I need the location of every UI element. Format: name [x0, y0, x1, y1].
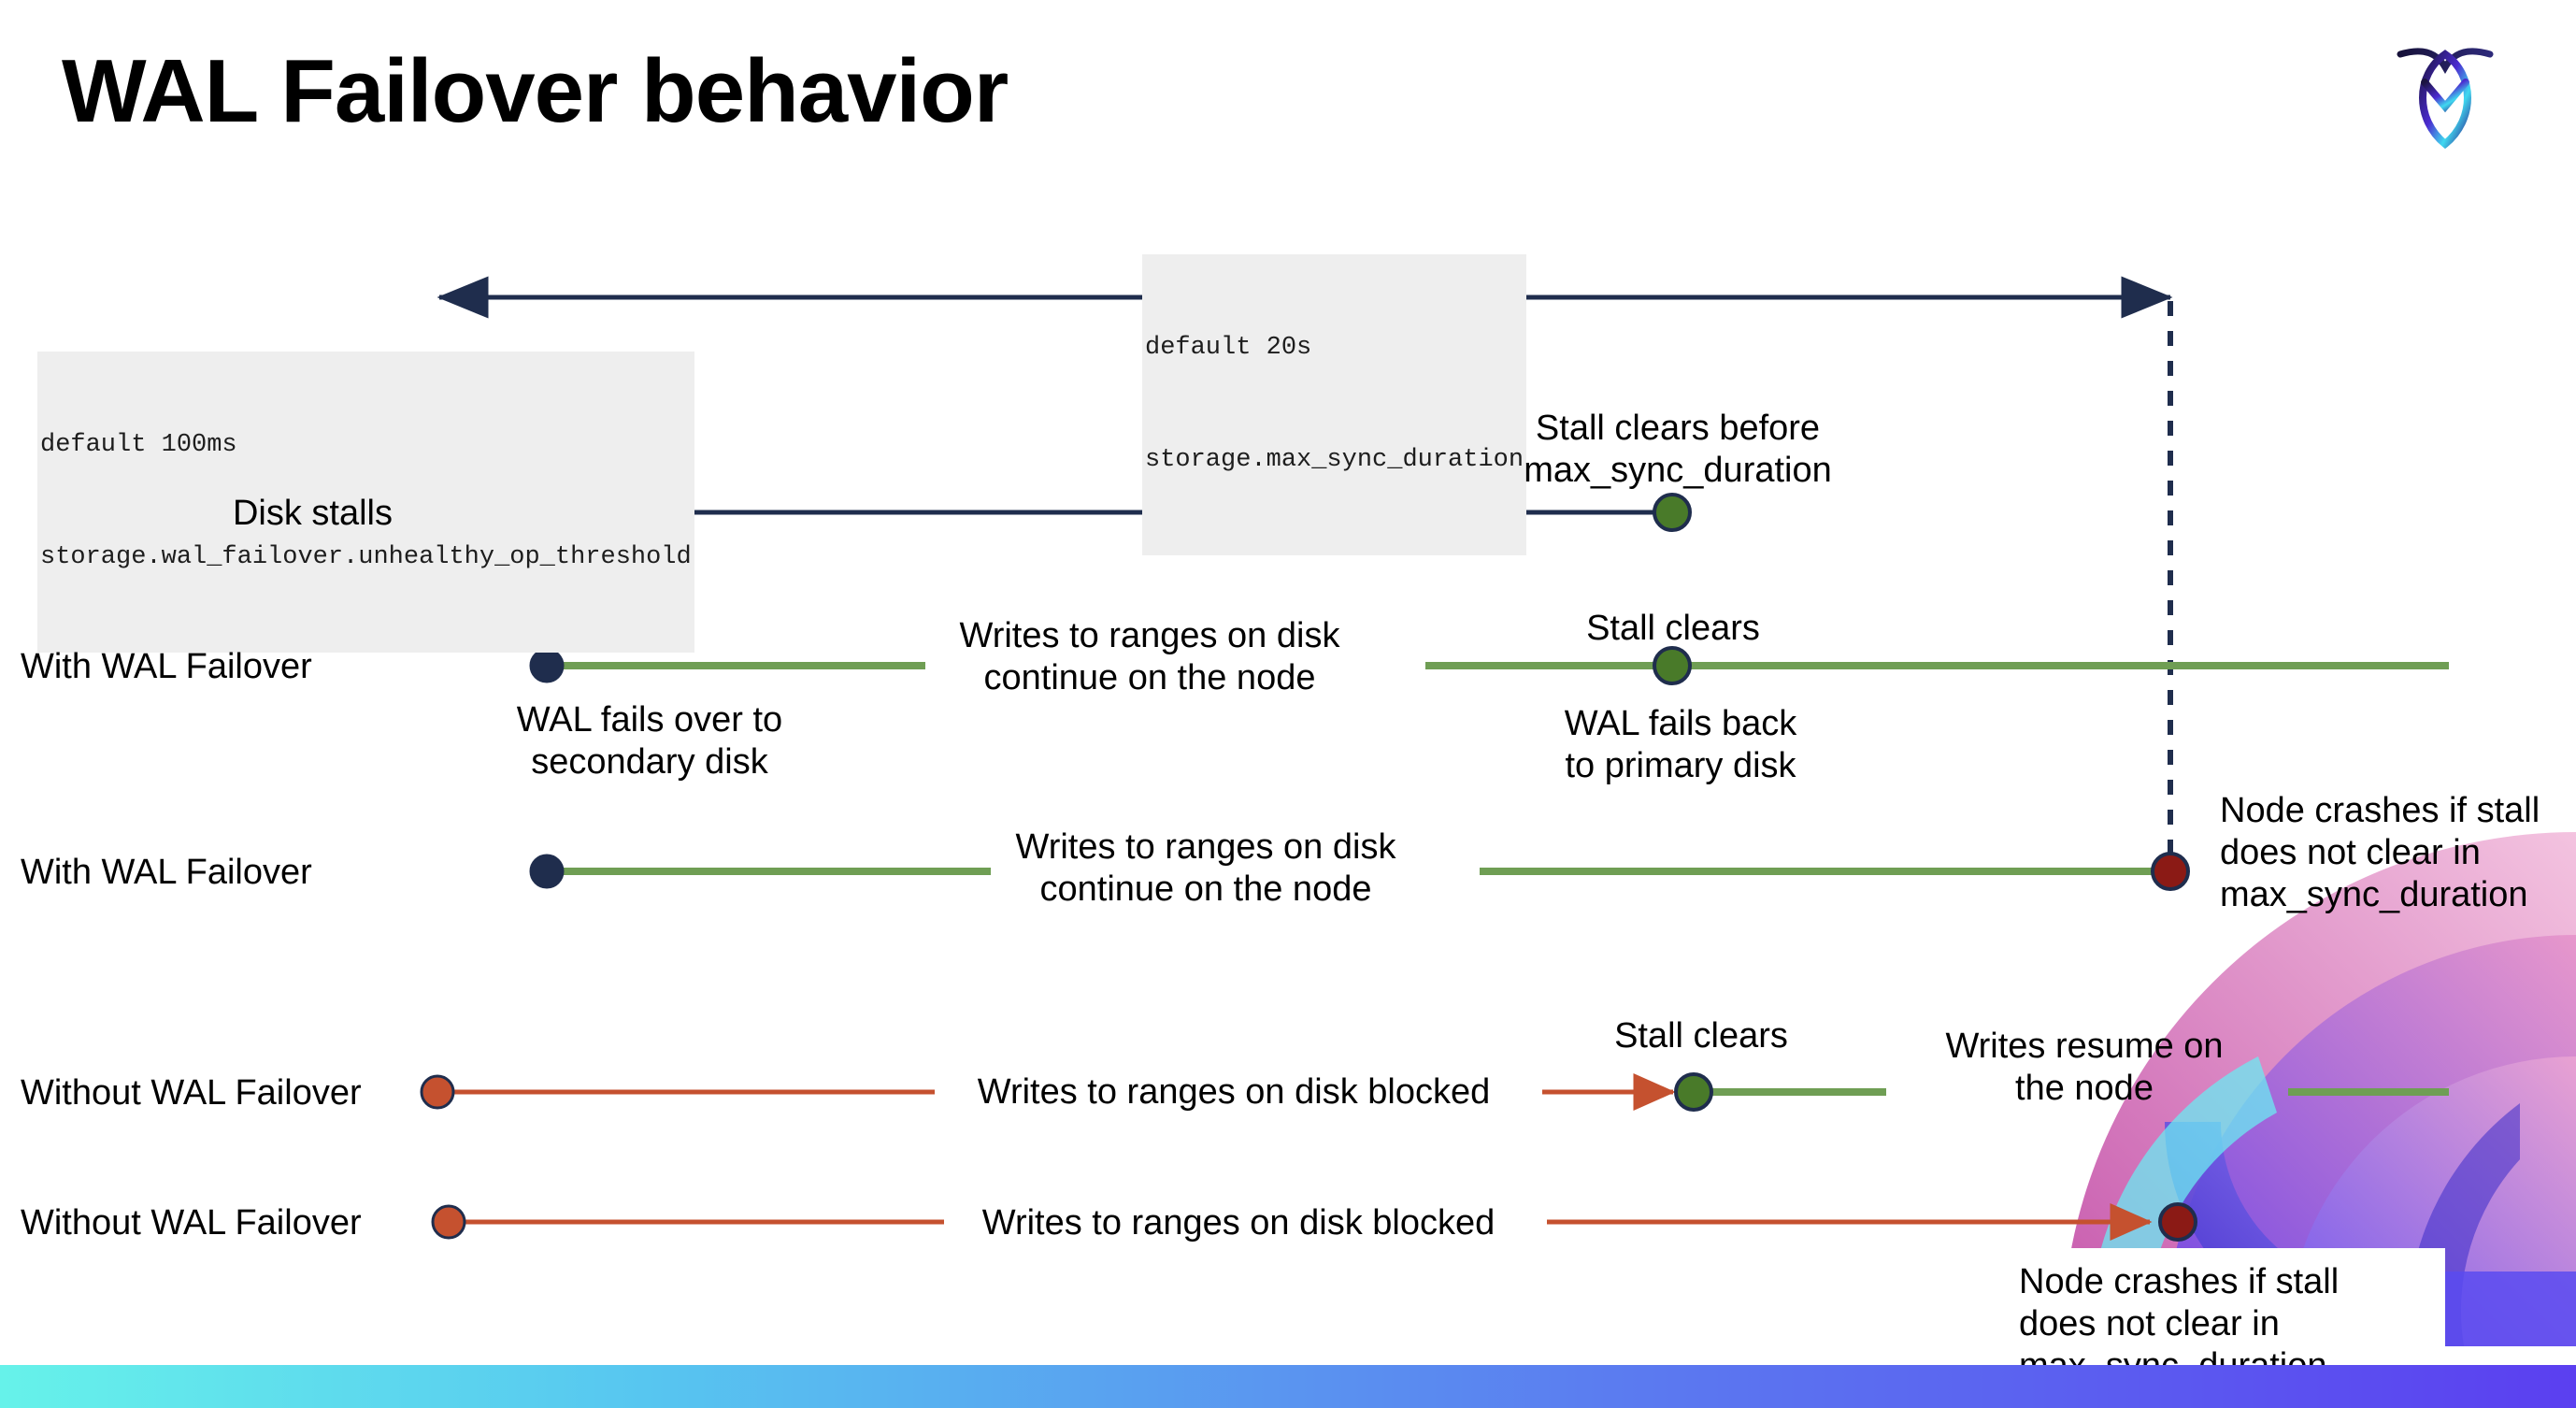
- marker-failover-start-row3: [529, 854, 565, 889]
- row-label-without-wal-failover-1: Without WAL Failover: [21, 1073, 362, 1113]
- callout-unhealthy-default: default 100ms: [40, 426, 237, 465]
- note-writes-continue-row3: Writes to ranges on disk continue on the…: [1015, 827, 1396, 909]
- marker-stall-clears-row2: [1653, 646, 1692, 685]
- note-wal-fails-back: WAL fails back to primary disk: [1564, 704, 1797, 785]
- row-without-failover-crash-track: [431, 1202, 2197, 1242]
- note-writes-continue-row2: Writes to ranges on disk continue on the…: [959, 616, 1340, 697]
- marker-stall-clears-row4: [1674, 1072, 1713, 1112]
- row-label-disk-stalls: Disk stalls: [232, 494, 393, 533]
- page-title: WAL Failover behavior: [62, 41, 1009, 141]
- note-stall-clears-before-max-sync: Stall clears before max_sync_duration: [1524, 409, 1832, 490]
- row-with-failover-recovers-track: [529, 646, 2449, 685]
- marker-node-crash-row3: [2151, 852, 2190, 891]
- note-writes-blocked-row4: Writes to ranges on disk blocked: [977, 1072, 1491, 1112]
- bottom-gradient-bar: [0, 1365, 2576, 1408]
- note-writes-resume: Writes resume on the node: [1945, 1027, 2224, 1108]
- note-writes-blocked-row5: Writes to ranges on disk blocked: [981, 1203, 1496, 1243]
- row-with-failover-crash-track: [529, 852, 2190, 891]
- callout-max-sync-duration: default 20s storage.max_sync_duration: [1142, 254, 1527, 555]
- row-without-failover-recovers-track: [420, 1072, 2449, 1112]
- marker-stall-start-row4: [420, 1074, 455, 1110]
- note-stall-clears-row2: Stall clears: [1586, 609, 1760, 648]
- callout-unhealthy-op-threshold: default 100ms storage.wal_failover.unhea…: [37, 352, 694, 653]
- callout-max-sync-setting: storage.max_sync_duration: [1145, 441, 1524, 480]
- marker-failover-start: [529, 648, 565, 683]
- marker-node-crash-row5: [2158, 1202, 2197, 1242]
- row-label-with-wal-failover-2: With WAL Failover: [21, 853, 312, 892]
- marker-stall-clears-row1: [1653, 493, 1692, 532]
- row-label-without-wal-failover-2: Without WAL Failover: [21, 1203, 362, 1243]
- row-label-with-wal-failover-1: With WAL Failover: [21, 647, 312, 686]
- marker-stall-start-row5: [431, 1204, 466, 1240]
- cockroachdb-logo: [2389, 26, 2501, 152]
- note-stall-clears-row4: Stall clears: [1614, 1016, 1788, 1056]
- callout-unhealthy-setting: storage.wal_failover.unhealthy_op_thresh…: [40, 539, 692, 577]
- callout-max-sync-default: default 20s: [1145, 329, 1312, 367]
- note-node-crashes-row3: Node crashes if stall does not clear in …: [2220, 791, 2540, 914]
- note-wal-fails-over: WAL fails over to secondary disk: [516, 700, 783, 782]
